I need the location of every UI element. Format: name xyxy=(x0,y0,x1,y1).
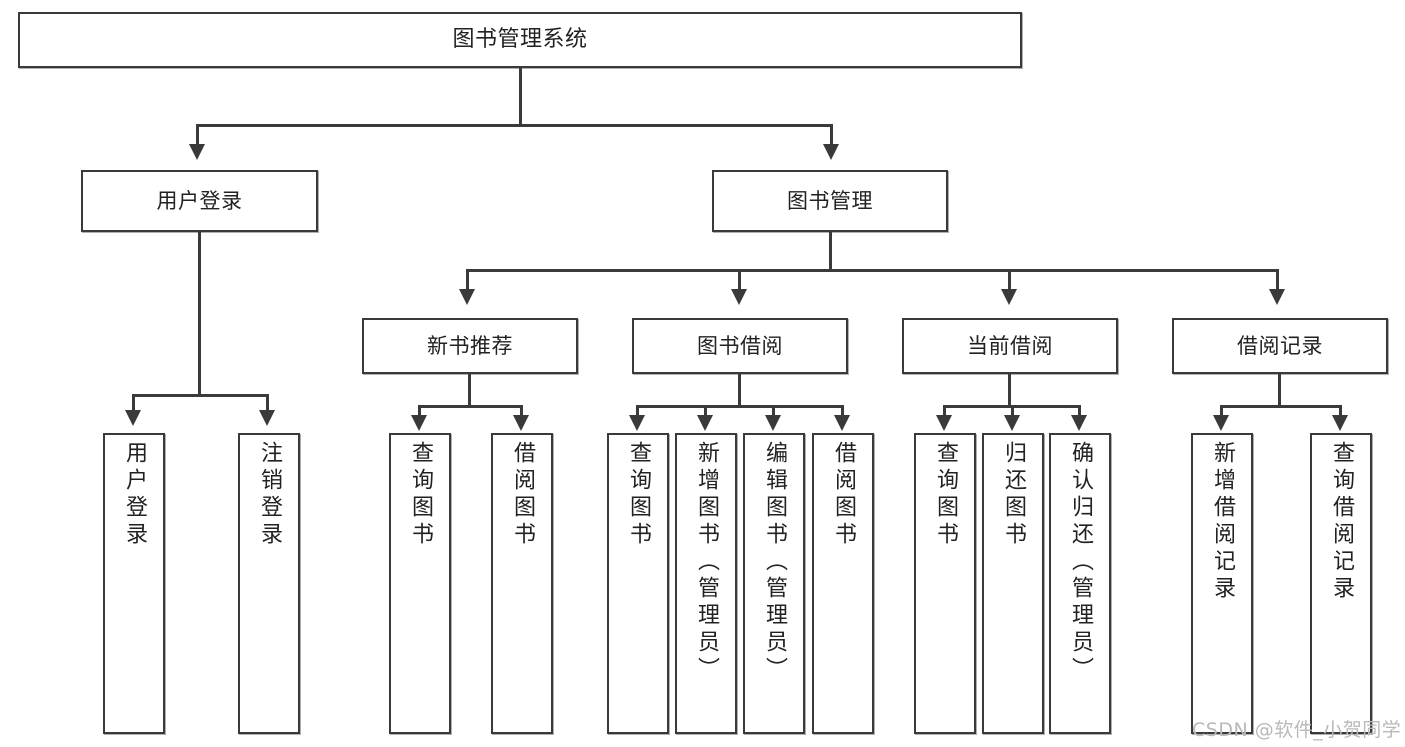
node-label: 借阅图书 xyxy=(831,441,856,549)
arrow-bm-book-borrow xyxy=(731,289,747,305)
edge-br-to-leaf-0 xyxy=(1220,405,1223,419)
edge-new-book-stem xyxy=(468,374,471,407)
leaf-current-borrow-2[interactable]: 确认归还（管理员） xyxy=(1049,433,1111,734)
node-book-borrow[interactable]: 图书借阅 xyxy=(632,318,848,374)
node-label: 注销登录 xyxy=(257,441,282,549)
node-borrow-record[interactable]: 借阅记录 xyxy=(1172,318,1388,374)
arrow-cb-leaf-1 xyxy=(1004,415,1020,431)
edge-user-login-to-leaf-0 xyxy=(132,394,135,412)
edge-book-borrow-bus xyxy=(636,405,844,408)
node-label: 新增借阅记录 xyxy=(1210,441,1235,603)
arrow-br-leaf-0 xyxy=(1213,415,1229,431)
node-label: 图书管理系统 xyxy=(452,27,588,53)
edge-bb-to-leaf-2 xyxy=(772,405,775,419)
leaf-book-borrow-0[interactable]: 查询图书 xyxy=(607,433,669,734)
arrow-bm-new-book xyxy=(459,289,475,305)
edge-cb-to-leaf-2 xyxy=(1078,405,1081,419)
node-book-management[interactable]: 图书管理 xyxy=(712,170,948,232)
edge-book-borrow-stem xyxy=(738,374,741,407)
arrow-br-leaf-1 xyxy=(1332,415,1348,431)
node-label: 新书推荐 xyxy=(427,333,513,358)
node-label: 用户登录 xyxy=(156,188,243,213)
node-label: 编辑图书（管理员） xyxy=(762,441,787,684)
edge-new-book-to-leaf-0 xyxy=(418,405,421,419)
edge-bb-to-leaf-0 xyxy=(636,405,639,419)
edge-cb-to-leaf-1 xyxy=(1011,405,1014,419)
edge-root-to-user-login xyxy=(196,124,199,146)
arrow-bb-leaf-1 xyxy=(697,415,713,431)
node-label: 查询图书 xyxy=(408,441,433,549)
node-label: 查询图书 xyxy=(626,441,651,549)
node-current-borrow[interactable]: 当前借阅 xyxy=(902,318,1118,374)
node-label: 归还图书 xyxy=(1001,441,1026,549)
node-new-book-recommend[interactable]: 新书推荐 xyxy=(362,318,578,374)
leaf-new-book-recommend-1[interactable]: 借阅图书 xyxy=(491,433,553,734)
edge-bb-to-leaf-3 xyxy=(841,405,844,419)
leaf-borrow-record-1[interactable]: 查询借阅记录 xyxy=(1310,433,1372,734)
arrow-cb-leaf-0 xyxy=(936,415,952,431)
node-label: 图书借阅 xyxy=(697,333,783,358)
node-label: 新增图书（管理员） xyxy=(694,441,719,684)
node-label: 用户登录 xyxy=(122,441,147,549)
edge-user-login-stem xyxy=(198,232,201,396)
node-label: 图书管理 xyxy=(787,188,873,213)
leaf-user-login-0[interactable]: 用户登录 xyxy=(103,433,165,734)
edge-borrow-record-stem xyxy=(1278,374,1281,407)
watermark-text: CSDN @软件_小贺同学 xyxy=(1192,719,1402,741)
node-user-login[interactable]: 用户登录 xyxy=(81,170,318,232)
arrow-bm-current-borrow xyxy=(1001,289,1017,305)
node-label: 当前借阅 xyxy=(967,333,1053,358)
arrow-bm-borrow-record xyxy=(1269,289,1285,305)
edge-cb-to-leaf-0 xyxy=(943,405,946,419)
arrow-user-login-leaf-1 xyxy=(259,410,275,426)
edge-current-borrow-stem xyxy=(1008,374,1011,407)
node-label: 确认归还（管理员） xyxy=(1068,441,1093,684)
edge-root-stem xyxy=(519,68,522,125)
arrow-to-book-management xyxy=(823,144,839,160)
node-label: 查询图书 xyxy=(933,441,958,549)
leaf-book-borrow-2[interactable]: 编辑图书（管理员） xyxy=(743,433,805,734)
node-label: 借阅图书 xyxy=(510,441,535,549)
leaf-new-book-recommend-0[interactable]: 查询图书 xyxy=(389,433,451,734)
edge-borrow-record-bus xyxy=(1220,405,1342,408)
edge-root-to-book-management xyxy=(830,124,833,146)
edge-bm-to-book-borrow xyxy=(738,269,741,291)
leaf-borrow-record-0[interactable]: 新增借阅记录 xyxy=(1191,433,1253,734)
edge-root-bus xyxy=(196,124,833,127)
arrow-new-book-leaf-0 xyxy=(411,415,427,431)
arrow-new-book-leaf-1 xyxy=(513,415,529,431)
arrow-bb-leaf-3 xyxy=(834,415,850,431)
leaf-current-borrow-1[interactable]: 归还图书 xyxy=(982,433,1044,734)
edge-user-login-bus xyxy=(132,394,269,397)
arrow-user-login-leaf-0 xyxy=(125,410,141,426)
node-root-book-management-system[interactable]: 图书管理系统 xyxy=(18,12,1022,68)
edge-user-login-to-leaf-1 xyxy=(266,394,269,412)
edge-new-book-bus xyxy=(418,405,523,408)
arrow-bb-leaf-0 xyxy=(629,415,645,431)
edge-bb-to-leaf-1 xyxy=(704,405,707,419)
leaf-book-borrow-3[interactable]: 借阅图书 xyxy=(812,433,874,734)
edge-book-management-stem xyxy=(829,232,832,271)
arrow-cb-leaf-2 xyxy=(1071,415,1087,431)
node-label: 借阅记录 xyxy=(1237,333,1323,358)
leaf-current-borrow-0[interactable]: 查询图书 xyxy=(914,433,976,734)
edge-bm-to-borrow-record xyxy=(1276,269,1279,291)
arrow-to-user-login xyxy=(189,144,205,160)
edge-new-book-to-leaf-1 xyxy=(520,405,523,419)
leaf-user-login-1[interactable]: 注销登录 xyxy=(238,433,300,734)
edge-bm-to-current-borrow xyxy=(1008,269,1011,291)
leaf-book-borrow-1[interactable]: 新增图书（管理员） xyxy=(675,433,737,734)
arrow-bb-leaf-2 xyxy=(765,415,781,431)
edge-bm-to-new-book xyxy=(466,269,469,291)
edge-br-to-leaf-1 xyxy=(1339,405,1342,419)
edge-book-management-bus xyxy=(466,269,1278,272)
node-label: 查询借阅记录 xyxy=(1329,441,1354,603)
